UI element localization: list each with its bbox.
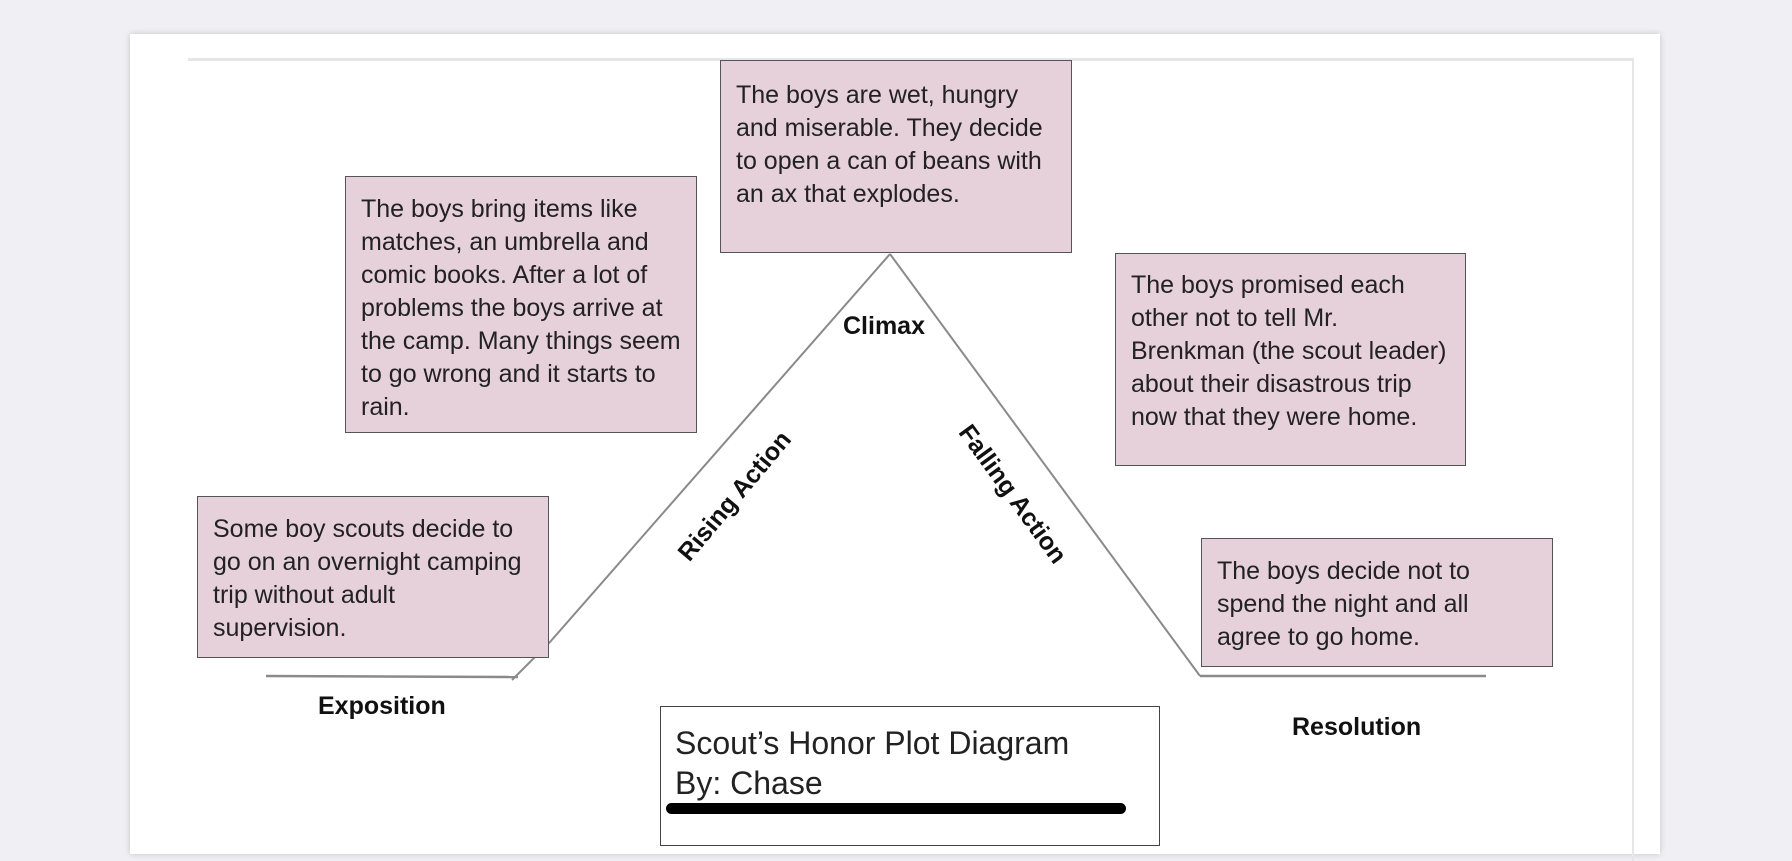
resolution-label: Resolution (1292, 713, 1422, 741)
redaction-bar (666, 803, 1126, 814)
climax-box: The boys are wet, hungry and miserable. … (720, 60, 1072, 253)
falling-action-line (889, 253, 1201, 677)
rising-action-line (511, 253, 891, 681)
climax-label: Climax (843, 312, 925, 340)
resolution-box: The boys decide not to spend the night a… (1201, 538, 1553, 667)
diagram-author: By: Chase (675, 765, 823, 801)
rising-action-box: The boys bring items like matches, an um… (345, 176, 697, 433)
exposition-baseline (265, 674, 519, 679)
plot-arc-lines (265, 253, 1486, 681)
exposition-text: Some boy scouts decide to go on an overn… (213, 515, 522, 642)
climax-text: The boys are wet, hungry and miserable. … (736, 81, 1043, 208)
diagram-title: Scout’s Honor Plot Diagram (675, 725, 1070, 761)
exposition-box: Some boy scouts decide to go on an overn… (197, 496, 549, 658)
resolution-text: The boys decide not to spend the night a… (1217, 557, 1470, 651)
exposition-label: Exposition (318, 692, 446, 720)
rising-action-text: The boys bring items like matches, an um… (361, 195, 681, 421)
page-inner-border (188, 58, 1634, 861)
falling-action-text: The boys promised each other not to tell… (1131, 271, 1447, 431)
diagram-title-box: Scout’s Honor Plot Diagram By: Chase (660, 706, 1160, 846)
falling-action-box: The boys promised each other not to tell… (1115, 253, 1466, 466)
